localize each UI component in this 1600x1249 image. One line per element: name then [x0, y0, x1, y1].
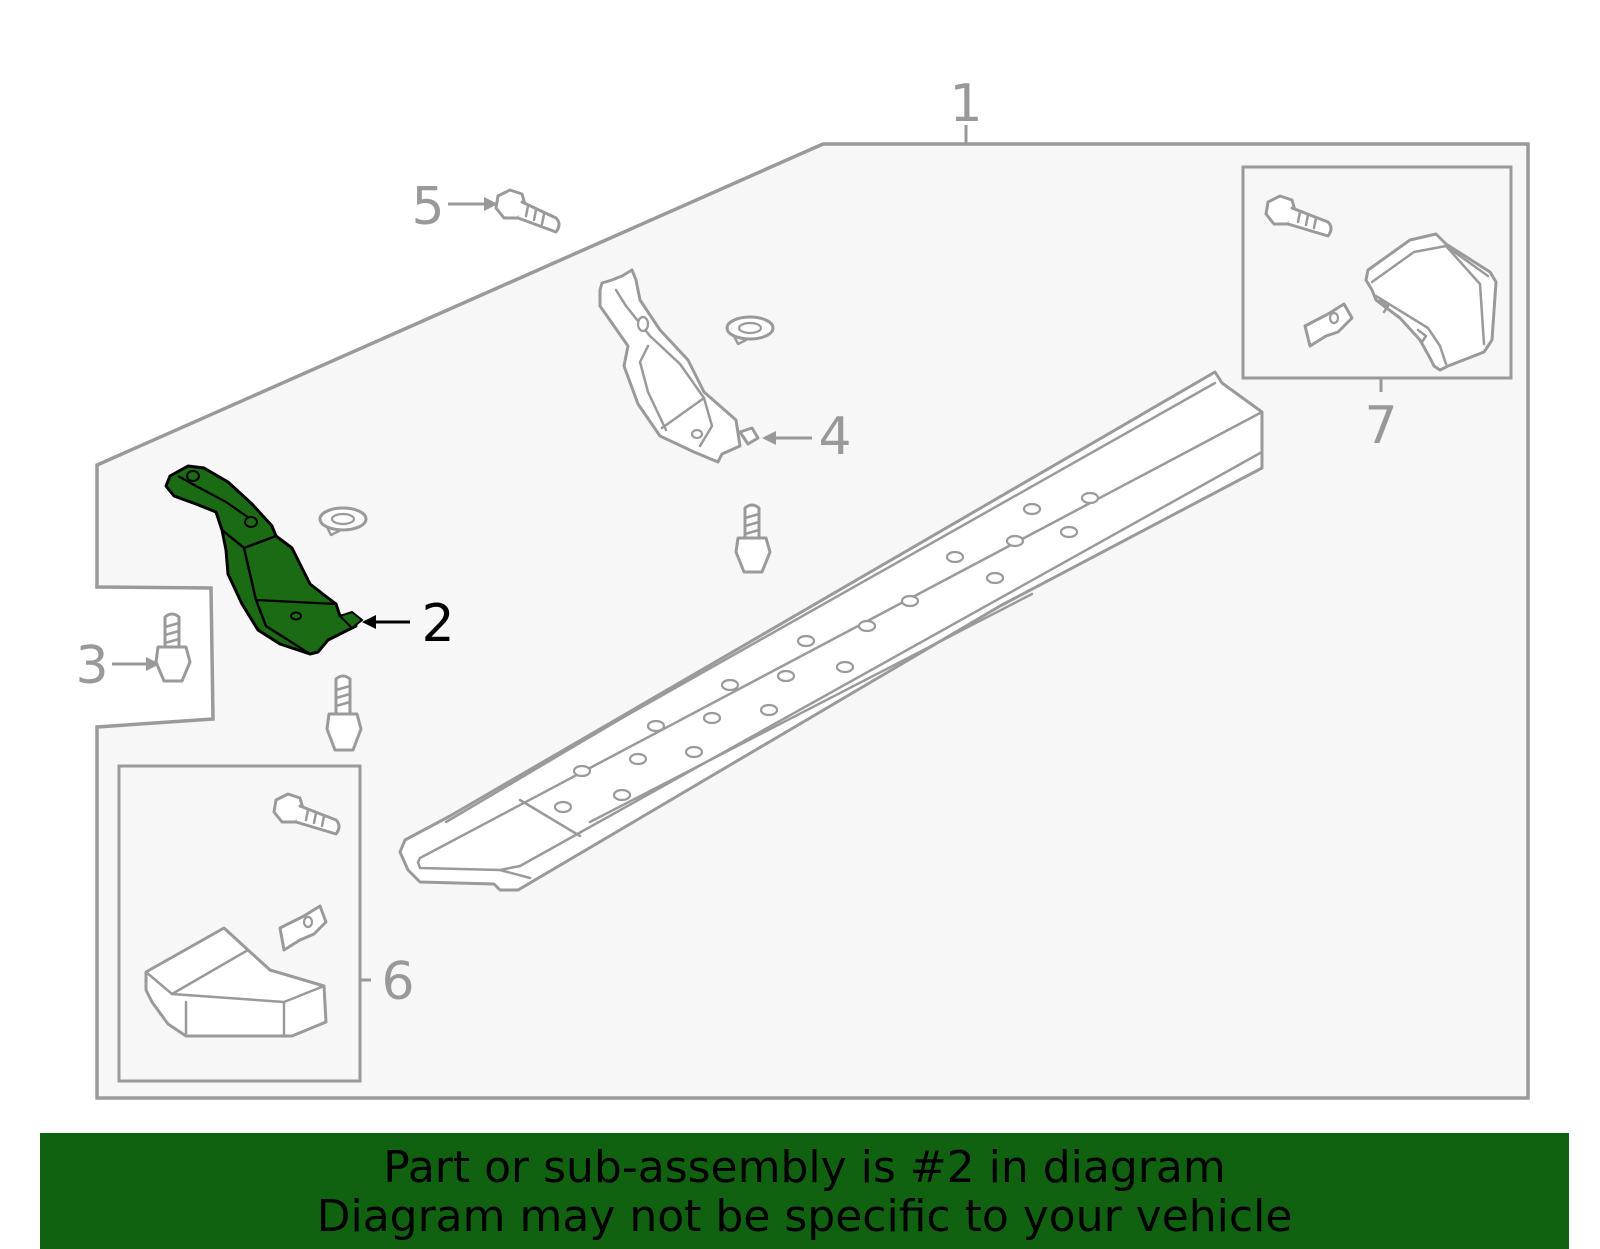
bolt-inset-7: [1264, 194, 1333, 238]
leader-arrow-5: [448, 197, 498, 211]
washer-upper: [725, 315, 775, 346]
callout-5: 5: [411, 177, 444, 237]
callout-7: 7: [1364, 396, 1397, 456]
running-board-holes: [553, 491, 1100, 814]
banner-line-1: Part or sub-assembly is #2 in diagram: [383, 1142, 1226, 1193]
bolt-part-5: [494, 188, 561, 234]
clip-inset-6: [278, 904, 328, 952]
leader-arrow-3: [112, 657, 160, 671]
callout-4: 4: [818, 407, 851, 467]
bolt-part-3: [154, 612, 192, 683]
bolt-inset-6: [272, 792, 341, 836]
rear-end-cap-part-7: [1364, 232, 1498, 372]
leader-arrow-2: [362, 615, 410, 629]
washer-lower: [318, 506, 368, 537]
bolt-vertical-center: [734, 503, 772, 574]
callout-3: 3: [75, 636, 108, 696]
front-bracket-part-2: [164, 464, 364, 656]
bolt-vertical-left: [325, 674, 363, 752]
leader-arrow-4: [762, 431, 812, 445]
info-banner: Part or sub-assembly is #2 in diagram Di…: [40, 1133, 1569, 1249]
clip-inset-7: [1303, 302, 1354, 348]
running-board-part-1: [398, 370, 1264, 892]
callout-2: 2: [421, 594, 454, 654]
callout-6: 6: [381, 952, 414, 1012]
banner-line-2: Diagram may not be specific to your vehi…: [316, 1191, 1293, 1242]
callout-1: 1: [949, 74, 982, 134]
front-end-cap-part-6: [144, 926, 328, 1038]
rear-bracket-part-4: [598, 268, 760, 464]
